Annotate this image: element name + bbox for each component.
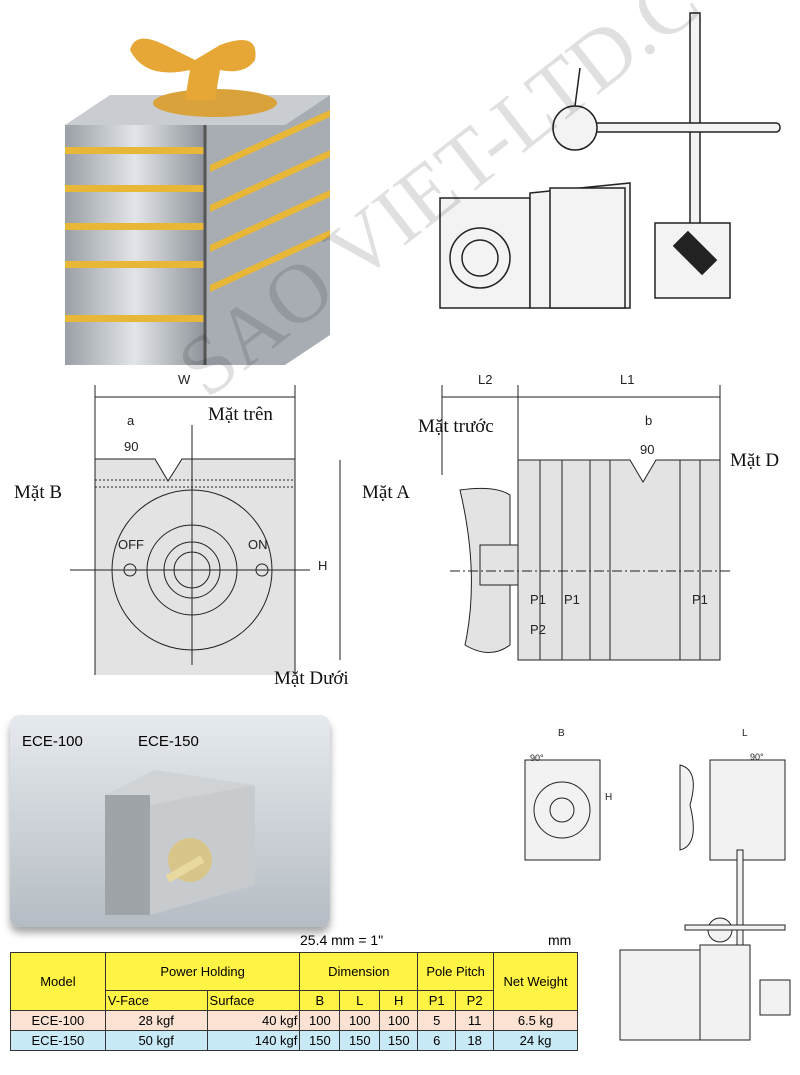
model-caption-2: ECE-150	[138, 733, 199, 750]
header-p2: P2	[455, 990, 495, 1011]
cell-p1: 6	[417, 1030, 457, 1051]
header-p1: P1	[417, 990, 457, 1011]
cell-p1: 5	[417, 1010, 457, 1031]
side-view-drawing	[441, 385, 730, 661]
header-model: Model	[10, 952, 106, 1011]
header-net-weight: Net Weight	[493, 952, 578, 1011]
cell-model: ECE-150	[10, 1030, 106, 1051]
p1-label: P1	[564, 592, 580, 607]
model-caption-1: ECE-100	[22, 733, 83, 750]
cell-p2: 18	[455, 1030, 495, 1051]
front-face-label: Mặt trước	[418, 416, 494, 437]
cell-v-face: 28 kgf	[104, 1010, 208, 1031]
header-dimension: Dimension	[299, 952, 419, 991]
cell-b: 100	[299, 1010, 341, 1031]
cell-weight: 6.5 kg	[493, 1010, 578, 1031]
header-power: Power Holding	[104, 952, 301, 991]
vee-width-label: a	[127, 413, 135, 428]
cell-v-face: 50 kgf	[104, 1030, 208, 1051]
p1-label: P1	[530, 592, 546, 607]
product-photo-cube	[65, 38, 330, 365]
l2-label: L2	[478, 372, 493, 387]
angle-label-b: 90	[640, 442, 655, 457]
b-label: B	[558, 728, 565, 739]
l1-label: L1	[620, 372, 635, 387]
header-h: H	[379, 990, 419, 1011]
l-label: L	[742, 728, 748, 739]
p2-label: P2	[530, 622, 546, 637]
header-l: L	[339, 990, 381, 1011]
width-label: W	[178, 372, 191, 387]
indicator-stand-drawing	[439, 12, 781, 309]
cell-model: ECE-100	[10, 1010, 106, 1031]
cell-surface: 40 kgf	[206, 1010, 301, 1031]
face-a-label: Mặt A	[362, 482, 411, 503]
unit-label: mm	[548, 932, 572, 948]
header-pole-pitch: Pole Pitch	[417, 952, 495, 991]
cell-l: 150	[339, 1030, 381, 1051]
angle-label: 90	[124, 439, 139, 454]
unit-conversion: 25.4 mm = 1"	[300, 932, 384, 948]
bottom-face-label: Mặt Dưới	[274, 668, 349, 689]
product-photo-ece: ECE-100 ECE-150	[10, 715, 330, 927]
angle-small: 90°	[750, 752, 764, 762]
top-face-label: Mặt trên	[208, 404, 273, 425]
cell-h: 150	[379, 1030, 419, 1051]
h-label: H	[605, 792, 613, 803]
front-view-drawing	[70, 385, 341, 675]
angle-small: 90°	[530, 753, 544, 763]
cell-p2: 11	[455, 1010, 495, 1031]
cell-weight: 24 kg	[493, 1030, 578, 1051]
cell-b: 150	[299, 1030, 341, 1051]
height-label: H	[318, 558, 328, 573]
face-b-label: Mặt B	[14, 482, 63, 503]
cell-h: 100	[379, 1010, 419, 1031]
header-b: B	[299, 990, 341, 1011]
face-d-label: Mặt D	[730, 450, 780, 471]
off-label: OFF	[118, 537, 144, 552]
header-v-face: V-Face	[104, 990, 208, 1011]
small-drawings	[524, 759, 791, 1041]
vee-width-label-b: b	[645, 413, 653, 428]
cell-l: 100	[339, 1010, 381, 1031]
on-label: ON	[248, 537, 268, 552]
cell-surface: 140 kgf	[206, 1030, 301, 1051]
p1-label: P1	[692, 592, 708, 607]
header-surface: Surface	[206, 990, 301, 1011]
